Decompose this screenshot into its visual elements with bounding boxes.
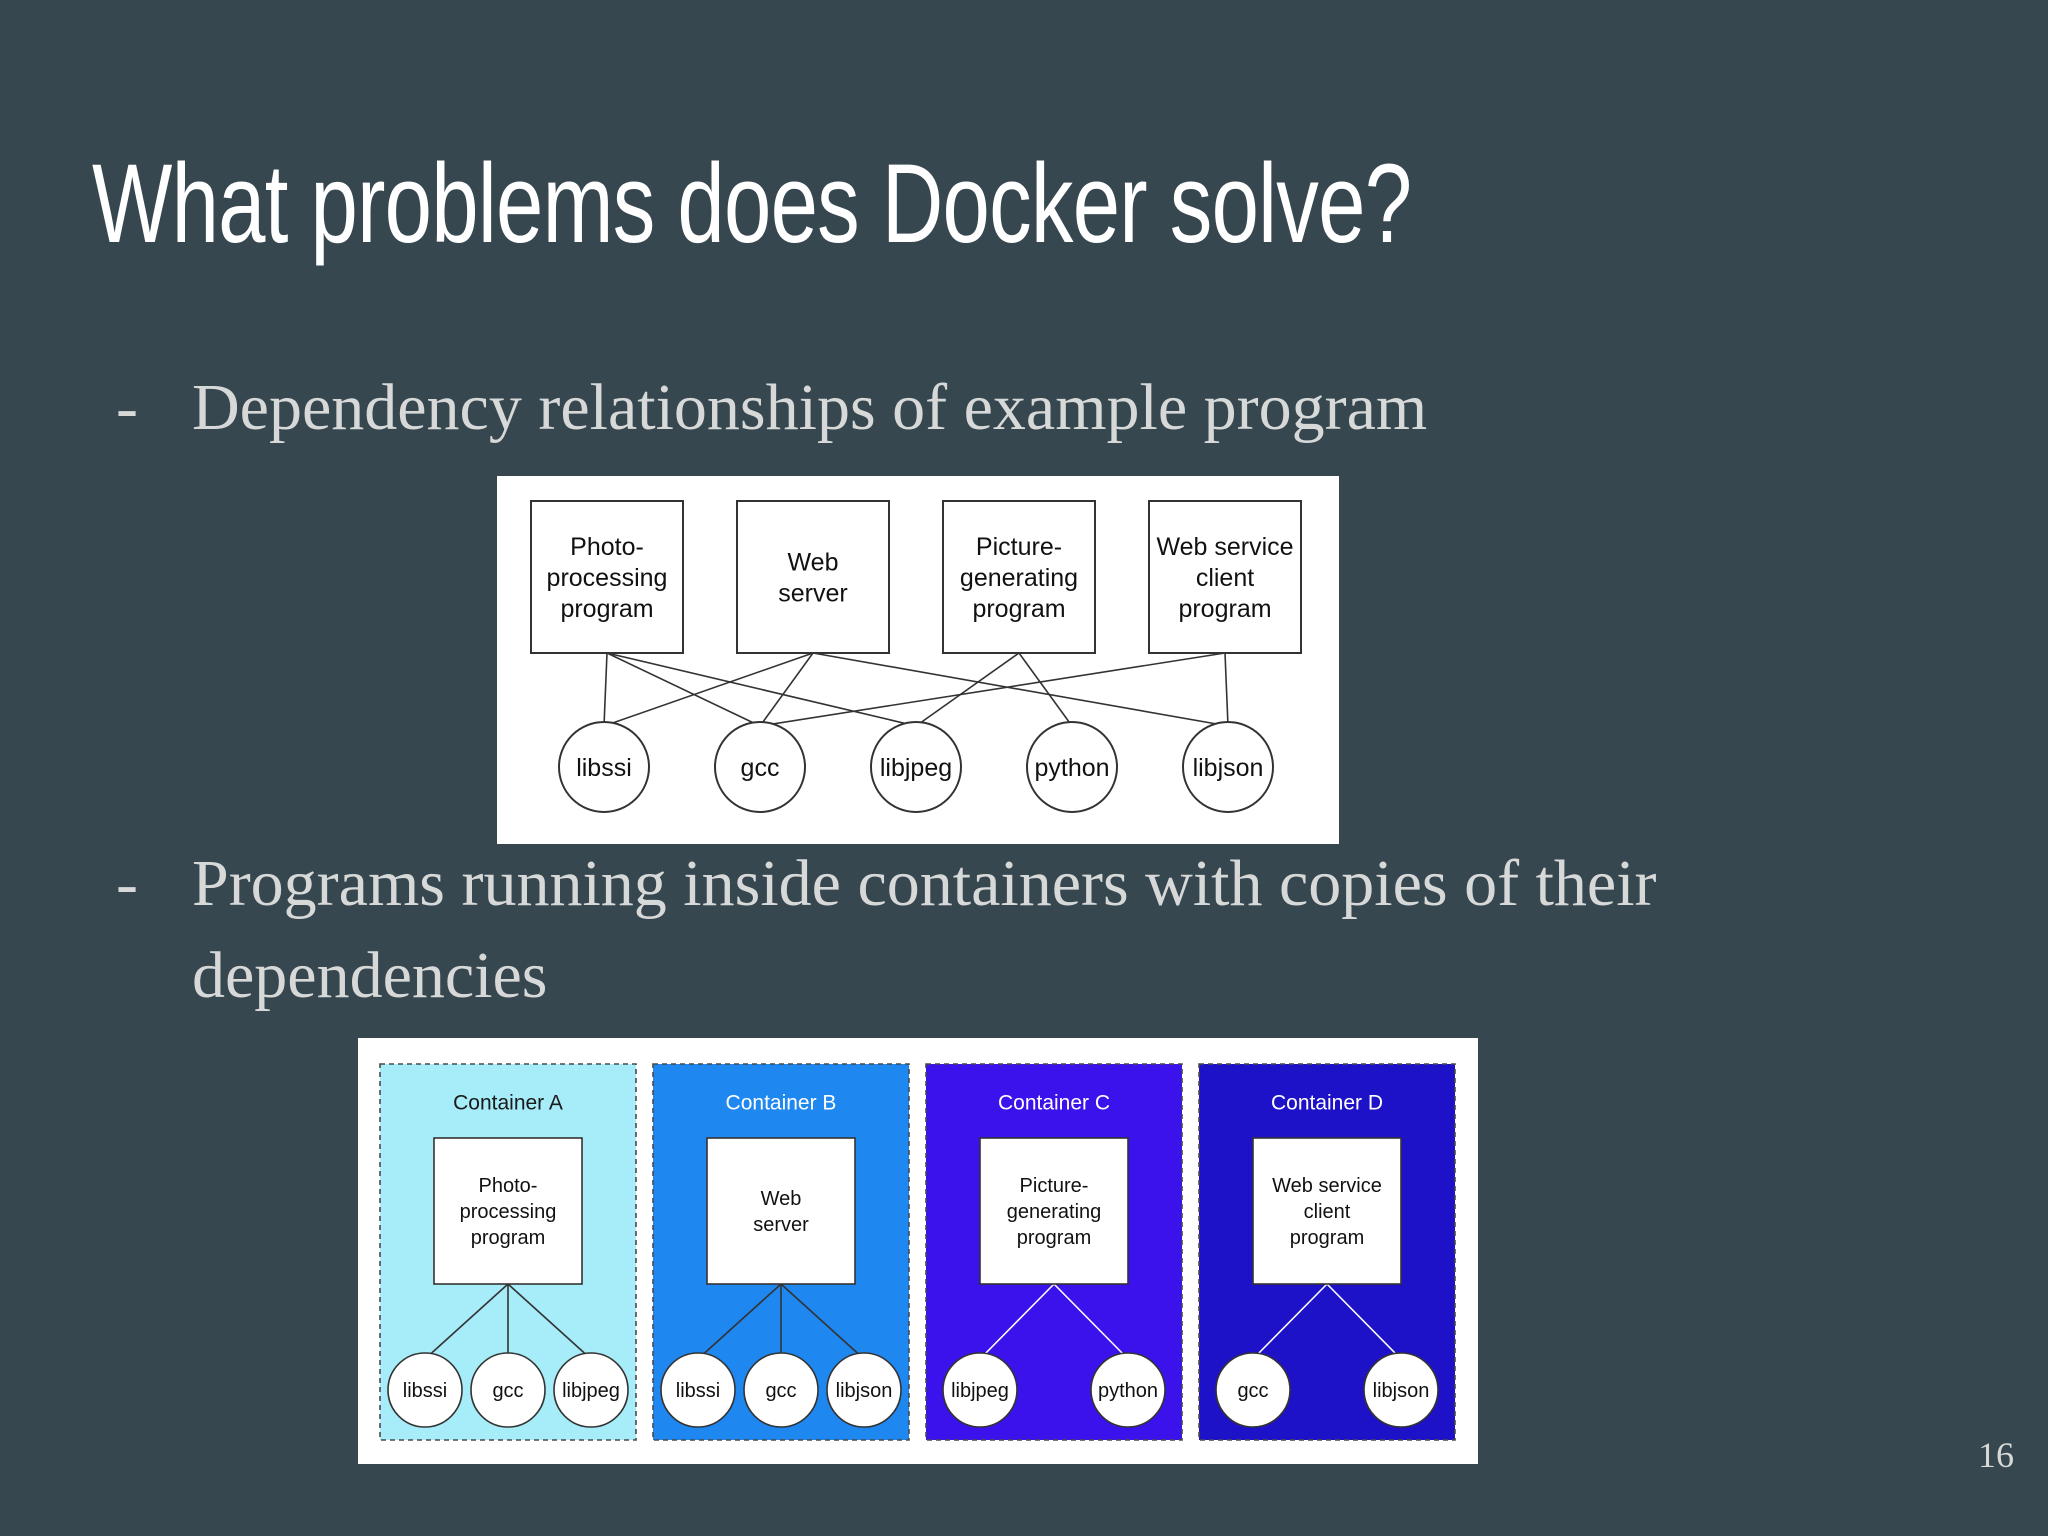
library-label: gcc bbox=[765, 1380, 796, 1402]
program-box bbox=[1148, 500, 1302, 654]
library-node bbox=[870, 721, 962, 813]
library-node bbox=[743, 1352, 819, 1428]
library-label: libjson bbox=[836, 1380, 893, 1402]
dependency-edge bbox=[606, 652, 761, 727]
library-node bbox=[553, 1352, 629, 1428]
library-node bbox=[1026, 721, 1118, 813]
library-node bbox=[558, 721, 650, 813]
library-label: libjson bbox=[1373, 1380, 1430, 1402]
bullet-text: Dependency relationships of example prog… bbox=[192, 371, 1428, 444]
dependency-edge bbox=[1224, 652, 1229, 727]
dependency-edge bbox=[1018, 652, 1073, 727]
dependency-edge bbox=[507, 1283, 592, 1360]
dependency-edge bbox=[424, 1283, 509, 1360]
dependency-edge bbox=[1053, 1283, 1129, 1360]
program-box bbox=[979, 1137, 1129, 1285]
bullet-text: Programs running inside containers with … bbox=[192, 838, 1657, 1022]
dependency-edge bbox=[780, 1283, 865, 1360]
dependency-edge bbox=[1326, 1283, 1402, 1360]
container-label: Container A bbox=[453, 1091, 563, 1114]
slide-title: What problems does Docker solve? bbox=[92, 141, 1412, 266]
dependency-edge bbox=[915, 652, 1020, 727]
program-box bbox=[1252, 1137, 1402, 1285]
bullet-dash: - bbox=[116, 847, 138, 920]
program-box bbox=[433, 1137, 583, 1285]
page-number: 16 bbox=[1978, 1435, 2014, 1475]
library-label: libssi bbox=[676, 1380, 720, 1402]
library-label: libjpeg bbox=[951, 1380, 1009, 1402]
dependency-edge bbox=[603, 652, 608, 727]
dependency-edge bbox=[759, 652, 814, 727]
bullet-dash: - bbox=[116, 371, 138, 444]
program-box bbox=[736, 500, 890, 654]
program-box bbox=[530, 500, 684, 654]
container-label: Container C bbox=[998, 1091, 1110, 1114]
dependency-edge bbox=[697, 1283, 782, 1360]
library-label: python bbox=[1034, 754, 1109, 782]
bullet-text-line-1: Programs running inside containers with … bbox=[192, 847, 1657, 920]
library-label: libjson bbox=[1193, 754, 1264, 782]
dependency-edge bbox=[1252, 1283, 1328, 1360]
dependency-edge bbox=[812, 652, 1229, 727]
library-node bbox=[1363, 1352, 1439, 1428]
library-node bbox=[942, 1352, 1018, 1428]
library-label: libjpeg bbox=[880, 754, 952, 782]
library-label: libssi bbox=[403, 1380, 447, 1402]
library-label: gcc bbox=[492, 1380, 523, 1402]
library-node bbox=[826, 1352, 902, 1428]
library-label: libssi bbox=[576, 754, 632, 782]
program-box bbox=[942, 500, 1096, 654]
program-box bbox=[706, 1137, 856, 1285]
library-label: gcc bbox=[1237, 1380, 1268, 1402]
dependency-edge bbox=[979, 1283, 1055, 1360]
container-label: Container B bbox=[726, 1091, 837, 1114]
library-label: python bbox=[1098, 1380, 1158, 1402]
dependency-edge bbox=[603, 652, 814, 727]
library-node bbox=[1090, 1352, 1166, 1428]
library-node bbox=[470, 1352, 546, 1428]
library-node bbox=[714, 721, 806, 813]
library-node bbox=[1215, 1352, 1291, 1428]
dependency-edge bbox=[606, 652, 917, 727]
container-label: Container D bbox=[1271, 1091, 1383, 1114]
library-node bbox=[1182, 721, 1274, 813]
library-node bbox=[660, 1352, 736, 1428]
library-label: gcc bbox=[741, 754, 780, 782]
library-label: libjpeg bbox=[562, 1380, 620, 1402]
dependency-edge bbox=[759, 652, 1226, 727]
bullet-text-line-2: dependencies bbox=[192, 939, 548, 1012]
library-node bbox=[387, 1352, 463, 1428]
